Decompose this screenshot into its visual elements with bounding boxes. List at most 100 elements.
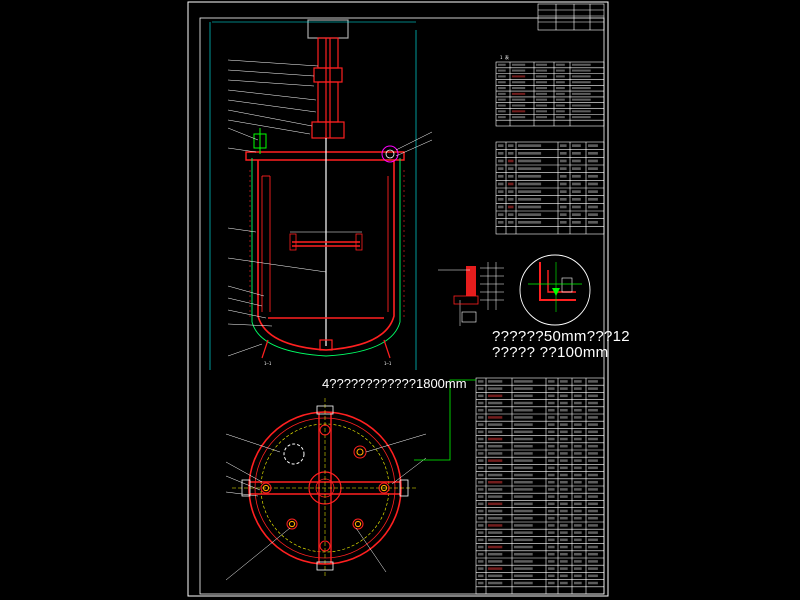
table-cell-text (560, 167, 567, 170)
table-cell-text (572, 190, 581, 193)
table-cell-text (478, 552, 484, 556)
table-cell-text (588, 502, 598, 506)
table-cell-text (488, 416, 503, 419)
table-cell-text (560, 197, 567, 201)
table-cell-text (588, 560, 598, 563)
table-cell-text (588, 197, 598, 201)
table-cell-text (588, 205, 598, 209)
table-cell-text (548, 387, 555, 390)
table-cell-text (548, 552, 555, 556)
table-cell-text (572, 197, 581, 201)
table-cell-text (514, 509, 533, 513)
table-cell-text (548, 574, 555, 578)
table-cell-text (572, 174, 581, 178)
table-cell-text (478, 437, 484, 441)
table-cell-text (536, 81, 547, 84)
inner-frame (199, 17, 605, 595)
table-cell-text (560, 430, 568, 434)
table-cell-text (478, 567, 484, 570)
table-cell-text (488, 401, 503, 405)
table-cell-text (548, 437, 555, 441)
table-cell-text (478, 509, 484, 513)
table-cell-text (560, 205, 567, 209)
table-cell-text (556, 87, 565, 90)
table-cell-text (478, 524, 484, 527)
table-cell-text (548, 567, 555, 570)
table-cell-text (518, 159, 542, 163)
table-cell-text (588, 408, 598, 412)
table-cell-text (508, 151, 514, 155)
table-cell-text (508, 182, 514, 186)
table-cell-text (556, 104, 565, 107)
table-cell-text (514, 380, 533, 383)
table-cell-text (556, 75, 565, 78)
table-cell-text (574, 488, 582, 491)
table-cell-text (556, 116, 565, 119)
table-cell-text (572, 69, 591, 72)
table-cell-text (536, 63, 547, 66)
table-cell-text (548, 473, 555, 477)
table-cell-text (560, 182, 567, 186)
table-cell-text (548, 423, 555, 426)
table-cell-text (508, 213, 514, 216)
table-cell-text (498, 81, 506, 84)
table-cell-text (498, 92, 506, 95)
table-cell-text (588, 444, 598, 448)
leader-lines (227, 59, 433, 357)
table-cell-text (548, 581, 555, 585)
table-cell-text (488, 394, 503, 398)
table-cell-text (478, 581, 484, 585)
table-cell-text (548, 488, 555, 491)
table-cell-text (518, 197, 542, 201)
table-cell-text (488, 444, 503, 448)
section-detail (438, 262, 504, 326)
table-cell-text (488, 473, 503, 477)
table-cell-text (572, 167, 581, 170)
table-cell-text (572, 75, 591, 78)
table-cell-text (514, 408, 533, 412)
nozzle-table (495, 141, 605, 235)
table-cell-text (588, 416, 598, 419)
table-cell-text (488, 495, 503, 498)
table-cell-text (514, 516, 533, 520)
parts-list-table (475, 377, 605, 595)
table-cell-text (514, 387, 533, 390)
table-cell-text (574, 538, 582, 542)
table-cell-text (514, 574, 533, 578)
table-cell-text (572, 159, 581, 163)
table-cell-text (548, 524, 555, 527)
table-cell-text (488, 437, 503, 441)
table-cell-text (548, 502, 555, 506)
table-cell-text (478, 416, 484, 419)
table-cell-text (514, 581, 533, 585)
impellers (268, 233, 384, 319)
table-cell-text (536, 110, 547, 113)
table-cell-text (478, 408, 484, 412)
table-cell-text (574, 387, 582, 390)
table-cell-text (560, 220, 567, 224)
table-cell-text (508, 144, 514, 147)
table-cell-text (488, 408, 503, 412)
table-cell-text (498, 69, 506, 72)
table-cell-text (560, 567, 568, 570)
table-cell-text (572, 144, 581, 147)
table-cell-text (572, 98, 591, 101)
table-cell-text (588, 567, 598, 570)
table-cell-text (498, 174, 504, 178)
table-cell-text (514, 444, 533, 448)
table-cell-text (560, 581, 568, 585)
table-cell-text (560, 509, 568, 513)
table-cell-text (574, 394, 582, 398)
table-cell-text (588, 159, 598, 163)
table-cell-text (514, 495, 533, 498)
table-cell-text (574, 516, 582, 520)
table-cell-text (574, 408, 582, 412)
table-cell-text (498, 220, 504, 224)
table-cell-text (588, 516, 598, 520)
table-cell-text (514, 423, 533, 426)
table-cell-text (488, 538, 503, 542)
table-cell-text (514, 430, 533, 434)
table-cell-text (512, 104, 526, 107)
table-cell-text (548, 459, 555, 462)
table-cell-text (574, 444, 582, 448)
